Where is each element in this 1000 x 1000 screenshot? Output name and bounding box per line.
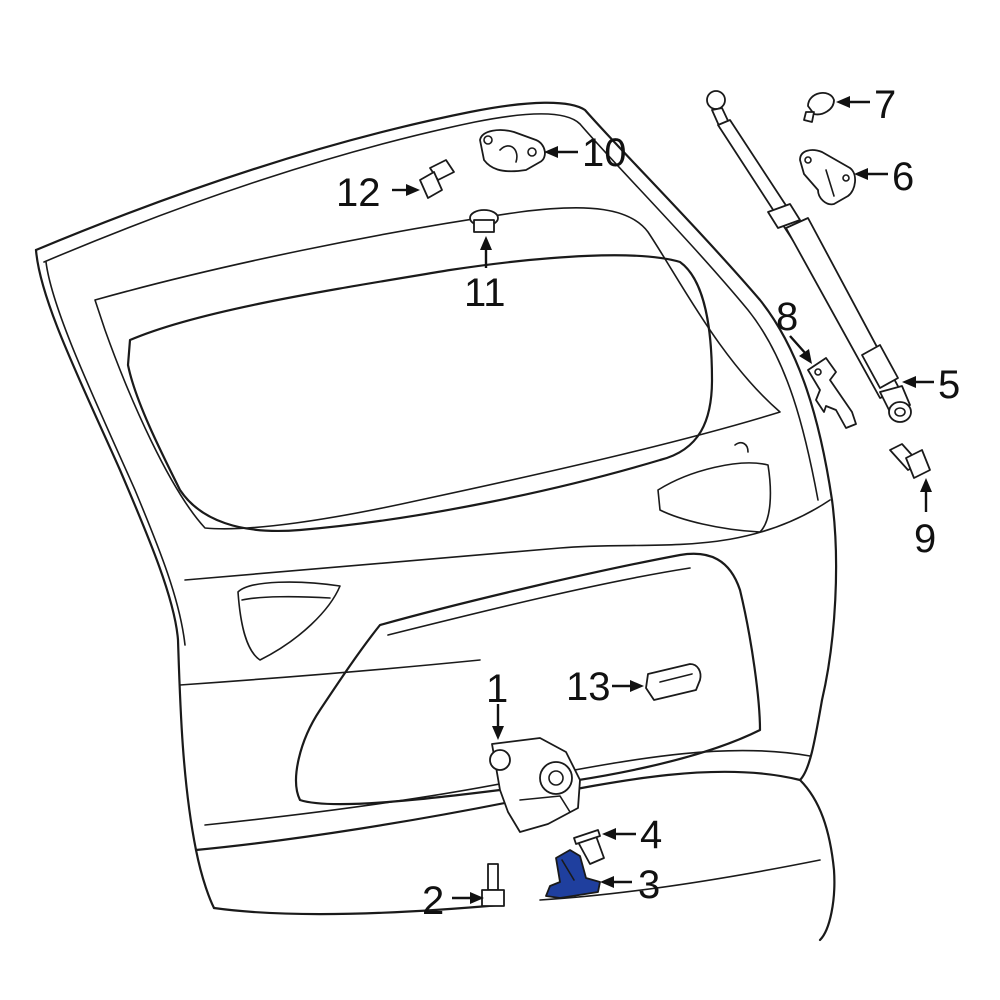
part-9-bolt	[889, 443, 931, 479]
callout-arrows	[392, 96, 934, 904]
part-10-hinge	[479, 129, 546, 173]
callout-3: 3	[638, 863, 660, 907]
callout-8: 8	[776, 295, 798, 339]
part-11-nut	[469, 209, 499, 233]
part-6-strut-bracket	[799, 149, 856, 206]
callout-6: 6	[892, 155, 914, 199]
callout-1: 1	[486, 667, 508, 711]
part-4-pin	[573, 829, 605, 865]
part-1-latch-assembly	[489, 737, 581, 833]
callout-7: 7	[874, 83, 896, 127]
callout-5: 5	[938, 363, 960, 407]
callout-labels: 1 2 3 4 5 6 7 8 9 10 11 12 13	[336, 83, 960, 923]
callout-2: 2	[422, 879, 444, 923]
part-7-ball-stud	[803, 92, 835, 123]
part-8-bracket	[807, 357, 857, 429]
callout-10: 10	[582, 131, 627, 175]
liftgate-panel	[34, 101, 838, 942]
part-13-handle-switch	[645, 663, 702, 701]
part-5-lift-support-strut	[706, 90, 912, 423]
part-2-bolt	[481, 863, 505, 907]
callout-12: 12	[336, 171, 381, 215]
callout-13: 13	[566, 665, 611, 709]
callout-11: 11	[464, 271, 506, 315]
callout-9: 9	[914, 517, 936, 561]
part-3-striker	[545, 849, 601, 899]
callout-4: 4	[640, 813, 662, 857]
part-12-bolt	[419, 159, 455, 199]
